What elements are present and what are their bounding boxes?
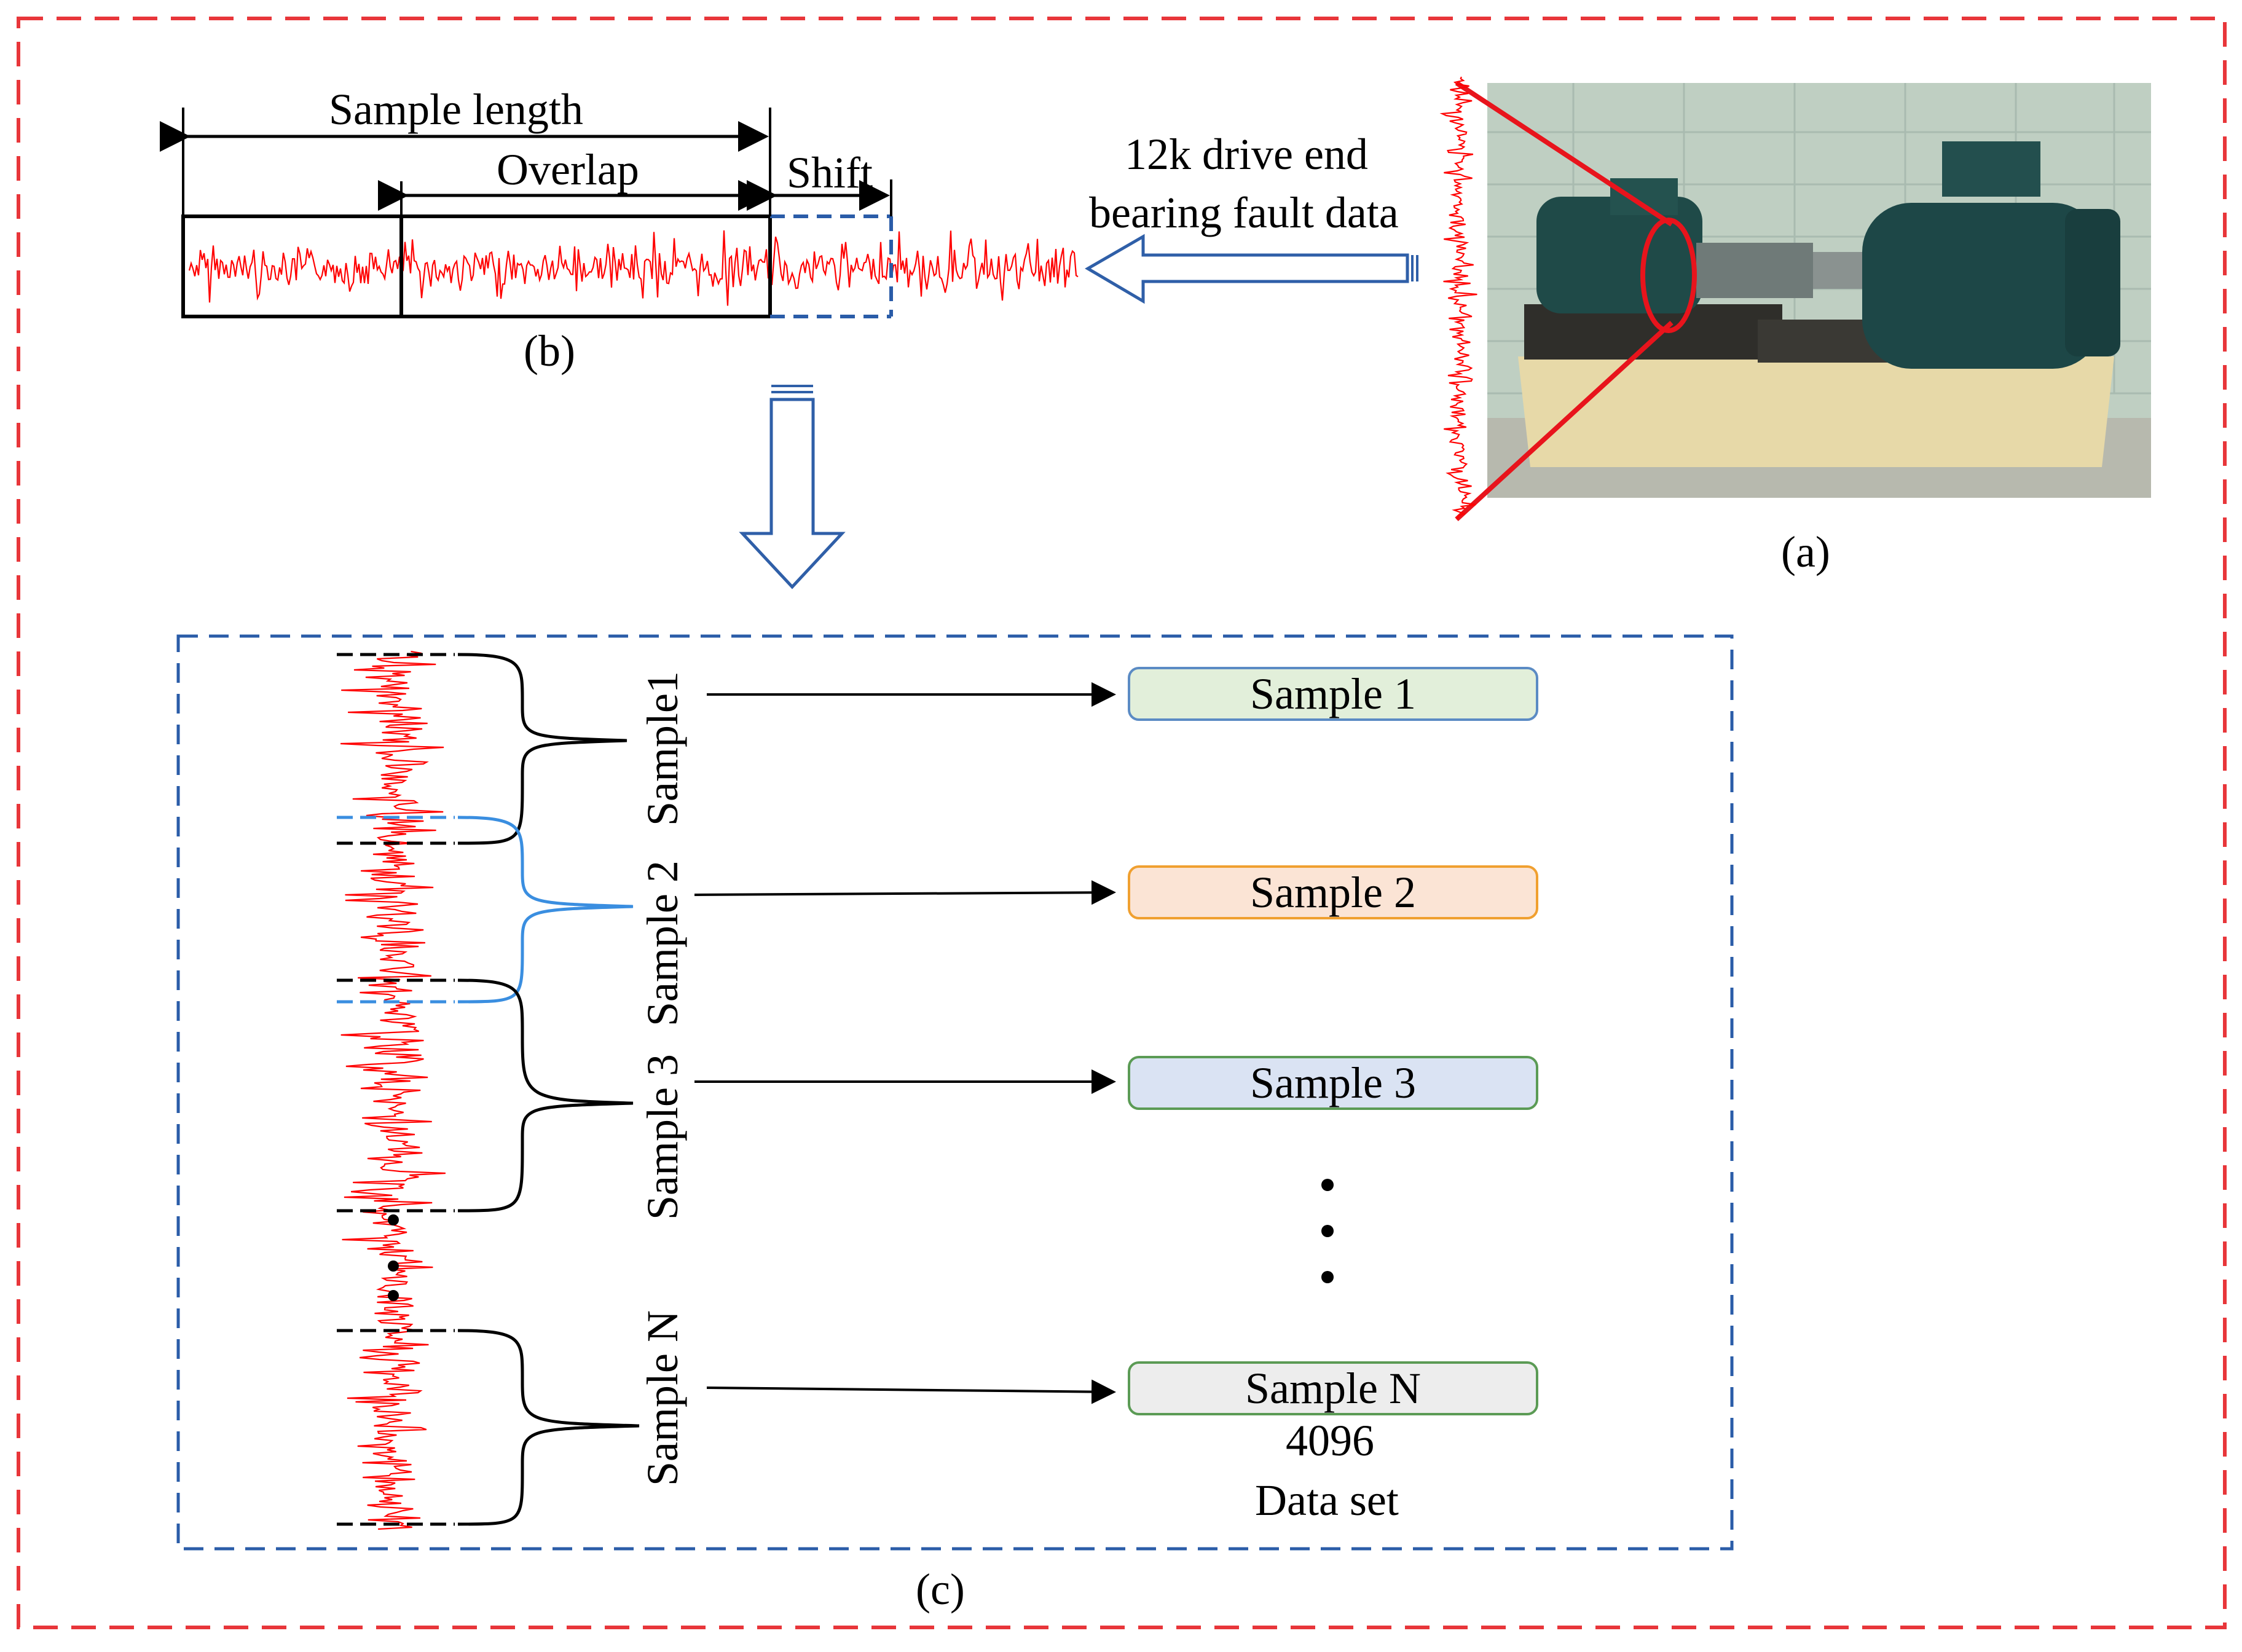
sample-length-label: Sample length [329, 85, 583, 134]
brace-sample-3 [457, 978, 634, 1213]
inner-frame [176, 634, 1734, 1551]
caption-a: (a) [1781, 527, 1830, 576]
dataset-size: 4096 [1286, 1416, 1374, 1465]
caption-b: (b) [524, 326, 575, 376]
segment-label-1: Sample1 [638, 671, 687, 826]
caption-c: (c) [916, 1565, 965, 1614]
output-box-sample-3: Sample 3 [1128, 1056, 1538, 1110]
dataset-name: Data set [1255, 1476, 1399, 1525]
left-hollow-arrow [1085, 234, 1409, 304]
output-box-sample-n: Sample N [1128, 1361, 1538, 1415]
brace-sample-1 [457, 653, 627, 845]
down-hollow-arrow [739, 398, 846, 589]
source-label-line2: bearing fault data [1089, 188, 1399, 237]
output-box-sample-1: Sample 1 [1128, 667, 1538, 721]
bearing-highlight-ellipse [1640, 218, 1697, 333]
brace-sample-2 [457, 816, 634, 1004]
outer-frame [17, 17, 2227, 1629]
segment-label-3: Sample 3 [638, 1054, 687, 1220]
arrow-sample-n [706, 1379, 1116, 1404]
arrow-sample-2 [694, 880, 1116, 905]
segment-label-2: Sample 2 [638, 860, 687, 1026]
vertical-source-signal [1439, 76, 1477, 520]
output-box-sample-2: Sample 2 [1128, 865, 1538, 919]
source-label-line1: 12k drive end [1125, 130, 1368, 179]
test-rig-photo [1487, 83, 2151, 498]
brace-sample-n [457, 1329, 640, 1526]
segment-label-n: Sample N [638, 1310, 687, 1486]
shift-label: Shift [787, 148, 873, 197]
overlap-label: Overlap [497, 145, 639, 194]
window-box-2 [399, 214, 772, 318]
vertical-signal [340, 650, 446, 1530]
horizontal-signal [188, 230, 1079, 306]
